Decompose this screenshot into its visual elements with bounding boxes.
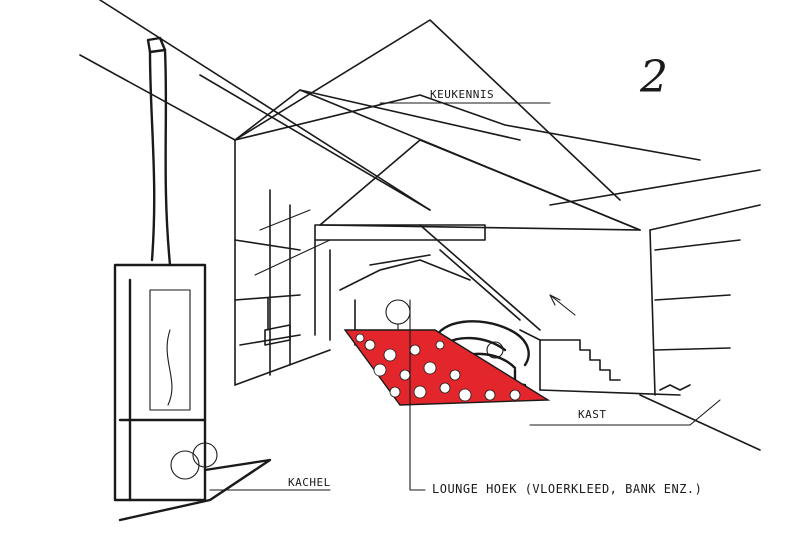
sketch-number: 2 [640,52,668,103]
label-keukennis: KEUKENNIS [430,88,495,101]
stove-kachel [113,36,272,522]
label-kast: KAST [578,408,607,421]
left-wall [234,139,331,386]
right-wall-kast [639,204,761,451]
stairs [519,329,681,396]
kitchen-opening [314,224,541,346]
annotation-leaders [209,102,721,491]
rug [343,329,551,406]
label-lounge-hoek: LOUNGE HOEK (VLOERKLEED, BANK ENZ.) [432,482,703,496]
roof-lines [79,0,761,231]
label-kachel: KACHEL [288,476,331,489]
